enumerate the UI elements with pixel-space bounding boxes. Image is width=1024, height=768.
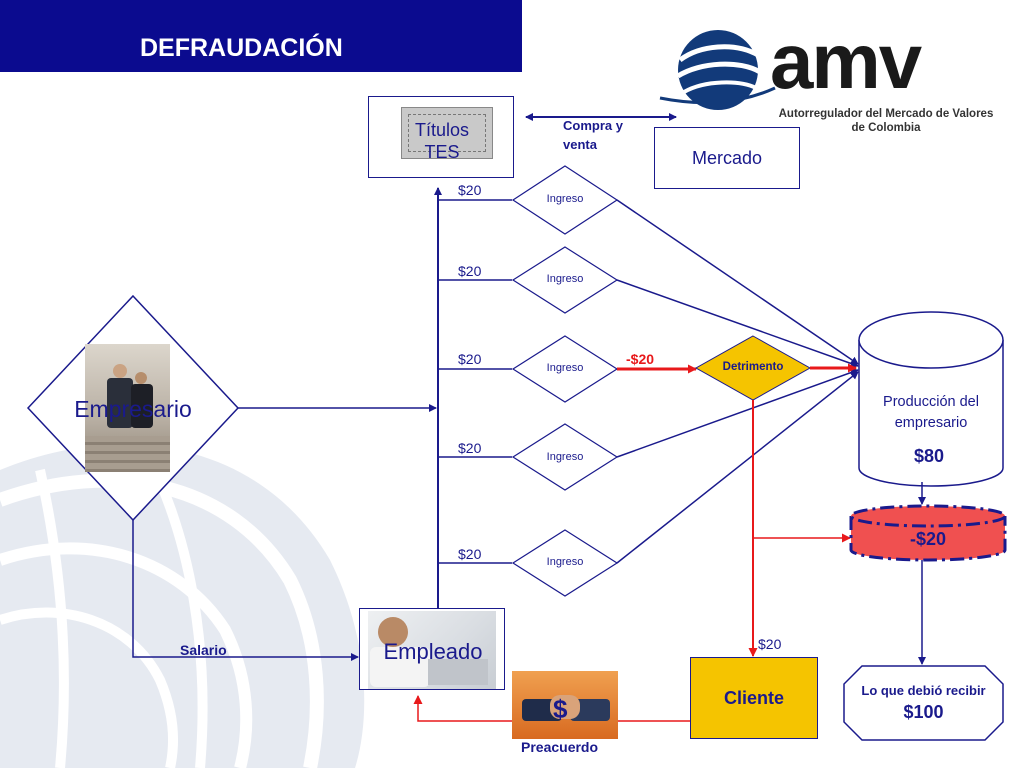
- ingreso-label-3: Ingreso: [546, 362, 584, 374]
- dollar-sign: $: [553, 694, 568, 724]
- ingreso-label-5: Ingreso: [546, 556, 584, 568]
- ingreso-amount-2: $20: [458, 263, 482, 279]
- loss-cylinder: [849, 504, 1007, 562]
- handshake-image: [512, 671, 618, 739]
- empresario-label: Empresario: [74, 396, 192, 422]
- brand-subtitle-line2: de Colombia: [851, 122, 921, 134]
- title-bar: [0, 0, 522, 72]
- amv-globe-logo: [659, 30, 776, 110]
- ingreso-label-1: Ingreso: [546, 193, 584, 205]
- mercado-label: Mercado: [691, 147, 763, 168]
- empresario-photo: [85, 344, 170, 472]
- titulos-box: Títulos TES: [368, 96, 514, 178]
- empleado-box: Empleado: [359, 608, 505, 690]
- ingreso-label-2: Ingreso: [546, 273, 584, 285]
- cliente-label: Cliente: [723, 687, 784, 708]
- preacuerdo-label: Preacuerdo: [521, 739, 599, 755]
- cliente-box: Cliente: [690, 657, 818, 739]
- ingreso-amount-5: $20: [458, 546, 482, 562]
- empleado-label: Empleado: [383, 639, 483, 664]
- bond-certificate-image: [401, 107, 493, 159]
- brand-wordmark: amv: [770, 17, 922, 105]
- compra-venta-label: Compra y venta: [563, 118, 623, 152]
- salario-label: Salario: [180, 642, 227, 658]
- produccion-label: Producción del empresario: [883, 394, 979, 431]
- debio-label: Lo que debió recibir: [861, 683, 986, 698]
- detrimento-label: Detrimento: [722, 361, 784, 373]
- mercado-box: Mercado: [654, 127, 800, 189]
- produccion-value: $80: [913, 446, 945, 466]
- brand-subtitle: Autorregulador del Mercado de Valores de…: [768, 107, 1004, 135]
- ingreso-amount-4: $20: [458, 440, 482, 456]
- detrimento-amount: -$20: [626, 351, 655, 367]
- cliente-amount: $20: [758, 636, 782, 652]
- titulos-label: Títulos TES: [414, 120, 470, 162]
- ingreso-amount-1: $20: [458, 182, 482, 198]
- brand-subtitle-line1: Autorregulador del Mercado de Valores: [778, 108, 994, 120]
- loss-value: -$20: [909, 529, 947, 549]
- debio-value: $100: [903, 702, 944, 722]
- empleado-photo: [368, 611, 496, 689]
- ingreso-label-4: Ingreso: [546, 451, 584, 463]
- background-globe: [0, 444, 365, 768]
- produccion-cylinder: [858, 311, 1004, 487]
- ingreso-amount-3: $20: [458, 351, 482, 367]
- slide-title: DEFRAUDACIÓN: [140, 34, 343, 62]
